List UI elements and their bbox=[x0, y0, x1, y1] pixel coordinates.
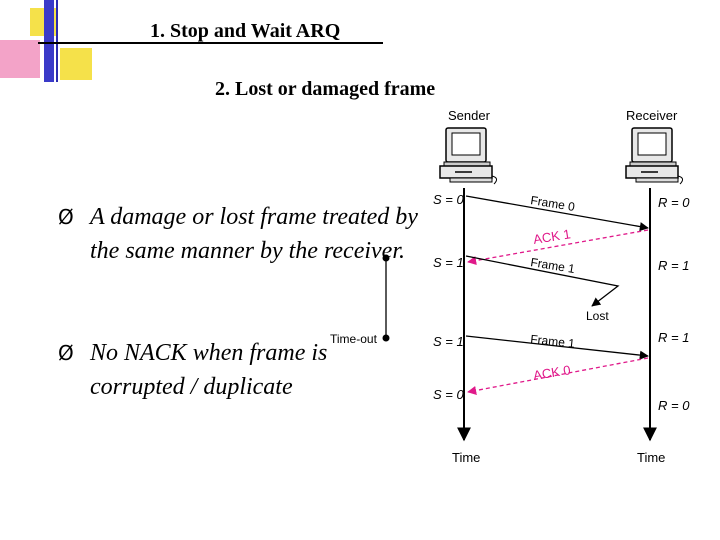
receiver-label: Receiver bbox=[626, 108, 678, 123]
slide-title: 1. Stop and Wait ARQ bbox=[150, 20, 341, 42]
frame-1-lost-arrow bbox=[465, 255, 620, 307]
deco-yellow-block-2 bbox=[60, 48, 92, 80]
receiver-state-1: R = 0 bbox=[658, 195, 690, 210]
sender-time-label: Time bbox=[452, 450, 480, 465]
frame-1-resend-arrow bbox=[465, 335, 649, 360]
receiver-computer-icon bbox=[625, 127, 684, 185]
deco-blue-line bbox=[56, 0, 58, 82]
title-rule bbox=[38, 42, 383, 44]
ack-1-arrow bbox=[467, 229, 649, 266]
deco-blue-bar-vertical bbox=[44, 0, 54, 82]
bullet-marker: Ø bbox=[58, 205, 74, 229]
sender-state-2: S = 1 bbox=[433, 255, 464, 270]
ack-0-label: ACK 0 bbox=[532, 362, 571, 383]
sender-label: Sender bbox=[448, 108, 491, 123]
frame-0-label: Frame 0 bbox=[530, 193, 577, 214]
ack-1-label: ACK 1 bbox=[532, 226, 571, 247]
receiver-time-label: Time bbox=[637, 450, 665, 465]
bullet-1-text: A damage or lost frame treated by the sa… bbox=[90, 204, 418, 264]
frame-1-label: Frame 1 bbox=[530, 255, 577, 276]
lost-label: Lost bbox=[586, 309, 609, 323]
sender-state-1: S = 0 bbox=[433, 192, 464, 207]
sender-state-3: S = 1 bbox=[433, 334, 464, 349]
receiver-state-2: R = 1 bbox=[658, 258, 689, 273]
timeout-start-dot bbox=[382, 254, 390, 262]
frame-0-arrow bbox=[465, 195, 649, 232]
sender-computer-icon bbox=[439, 127, 498, 185]
sender-state-4: S = 0 bbox=[433, 387, 464, 402]
ack-0-arrow bbox=[467, 357, 649, 395]
timeout-end-dot bbox=[382, 334, 390, 342]
frame-1-resend-label: Frame 1 bbox=[530, 332, 576, 351]
bullet-marker: Ø bbox=[58, 341, 74, 365]
receiver-state-4: R = 0 bbox=[658, 398, 690, 413]
receiver-state-3: R = 1 bbox=[658, 330, 689, 345]
slide-subtitle: 2. Lost or damaged frame bbox=[215, 78, 436, 100]
deco-pink-block bbox=[0, 40, 40, 78]
timeout-label: Time-out bbox=[330, 332, 378, 346]
bullet-2-text: No NACK when frame is corrupted / duplic… bbox=[90, 340, 328, 400]
